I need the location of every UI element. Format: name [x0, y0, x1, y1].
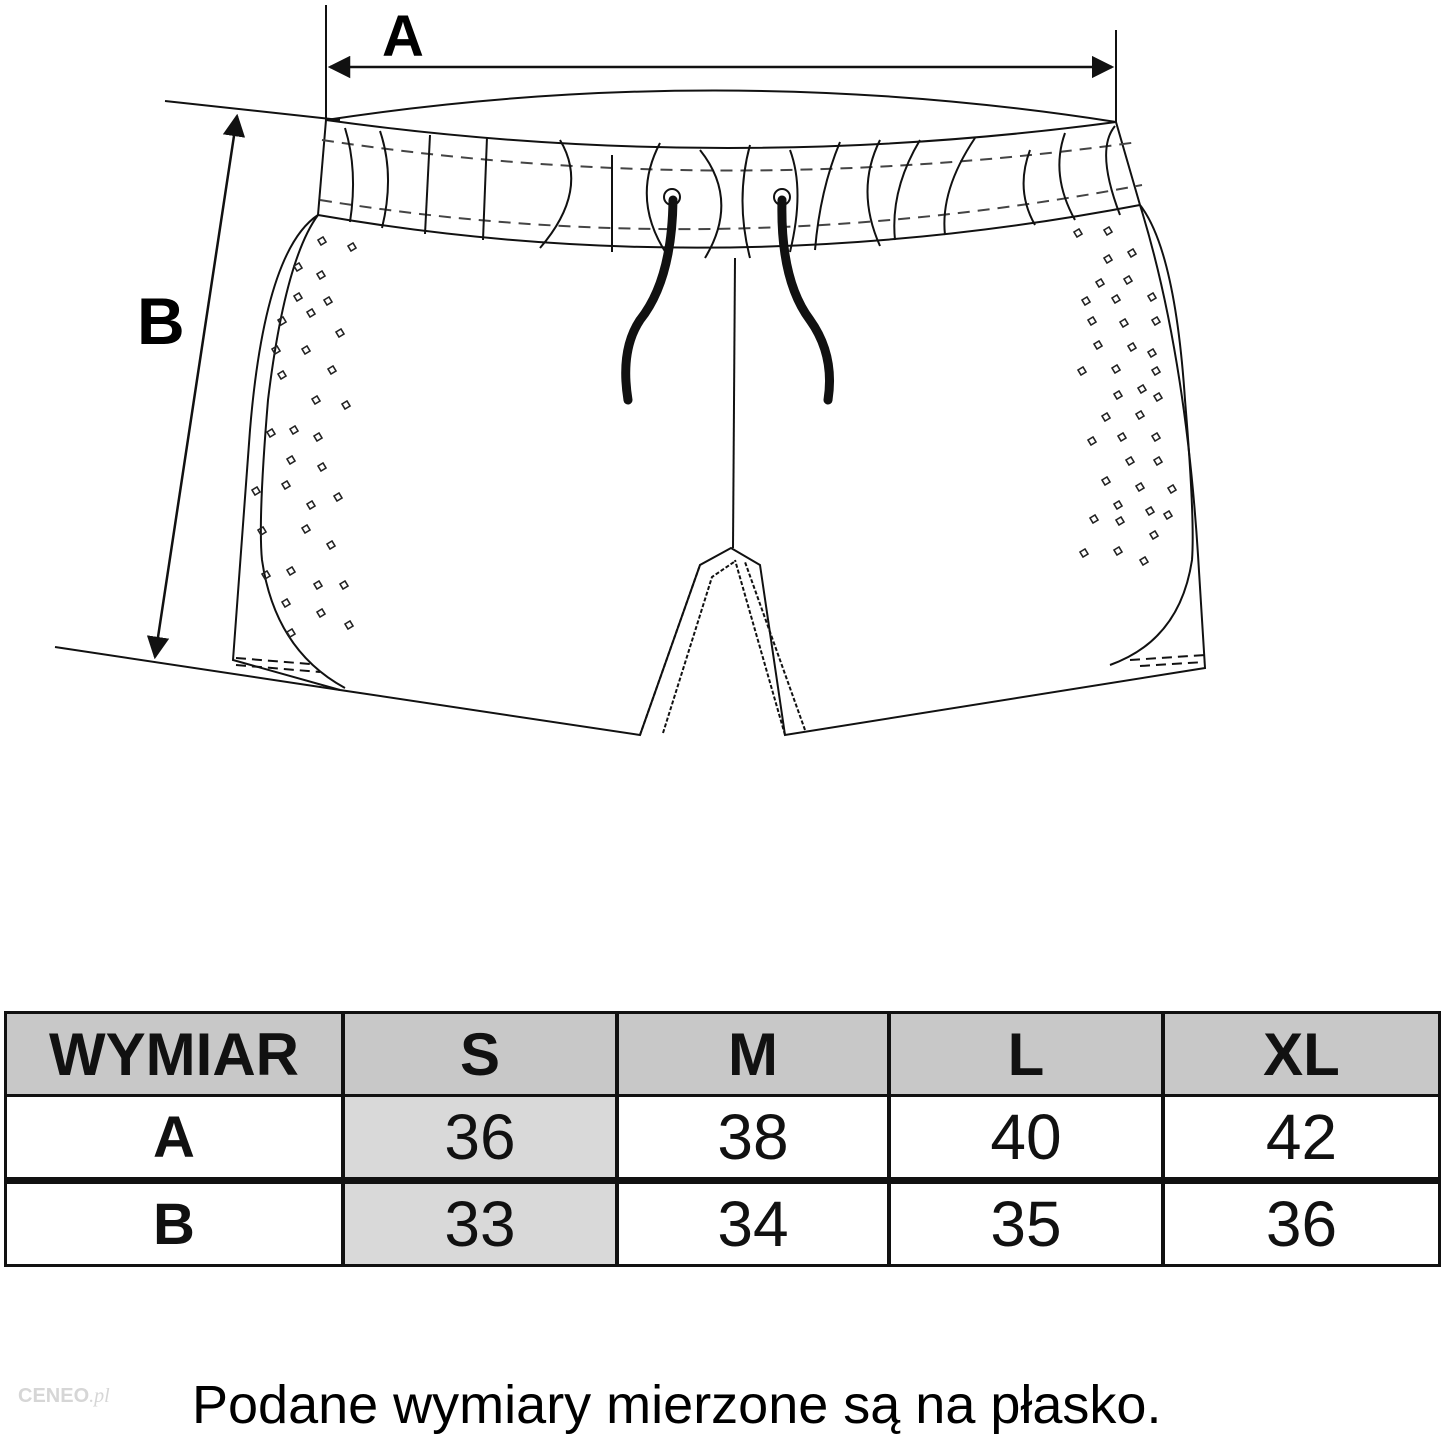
watermark-tld: .pl [89, 1385, 110, 1407]
cell-b-s: 33 [345, 1184, 615, 1264]
table-row: B 33 34 35 36 [7, 1184, 1441, 1264]
row-label-b: B [7, 1184, 341, 1264]
watermark-brand: CENEO [18, 1385, 90, 1407]
dimension-a-label: A [382, 4, 424, 69]
header-cell-m: M [619, 1014, 887, 1094]
side-print-left [251, 236, 357, 638]
waistband [317, 89, 1143, 259]
drawstring [621, 188, 835, 405]
dimension-a-arrow [325, 5, 1117, 122]
cell-a-s: 36 [345, 1097, 615, 1177]
table-header-row: WYMIAR S M L XL [7, 1014, 1441, 1094]
cell-b-m: 34 [619, 1184, 887, 1264]
cell-a-m: 38 [619, 1097, 887, 1177]
cell-a-xl: 42 [1165, 1097, 1438, 1177]
dimension-b-label: B [137, 284, 185, 358]
cell-a-l: 40 [891, 1097, 1161, 1177]
header-cell-l: L [891, 1014, 1161, 1094]
header-cell-xl: XL [1165, 1014, 1438, 1094]
row-label-a: A [7, 1097, 341, 1177]
shorts-body [231, 204, 1207, 737]
table-row: A 36 38 40 42 [7, 1097, 1441, 1177]
measurement-note: Podane wymiary mierzone są na płasko. [192, 1375, 1162, 1435]
shorts-illustration [54, 5, 1207, 737]
header-cell-s: S [345, 1014, 615, 1094]
cell-b-l: 35 [891, 1184, 1161, 1264]
cell-b-xl: 36 [1165, 1184, 1438, 1264]
header-cell-wymiar: WYMIAR [7, 1014, 341, 1094]
ceneo-watermark: CENEO.pl [18, 1385, 110, 1408]
shorts-diagram: A B [54, 4, 1207, 737]
dimension-b-arrow [54, 100, 341, 691]
size-table: WYMIAR S M L XL A 36 38 40 42 B 33 34 35… [4, 1011, 1441, 1267]
